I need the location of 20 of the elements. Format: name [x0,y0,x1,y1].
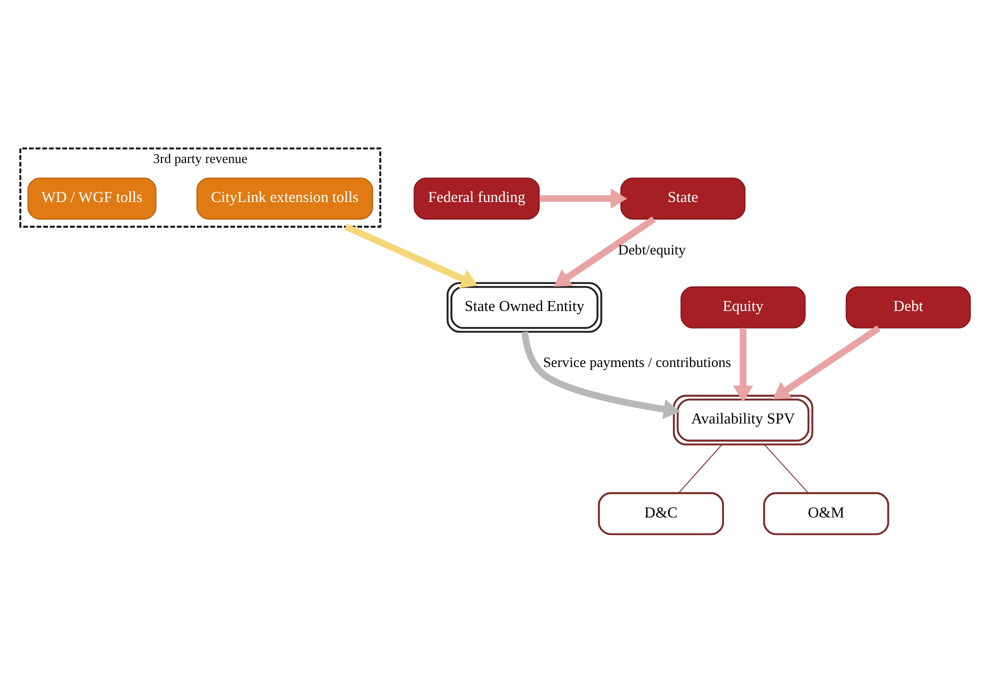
node-box: Federal funding [414,178,540,220]
node-box: State [620,178,746,220]
node-box: CityLink extension tolls [196,178,374,220]
arrow [540,188,628,209]
arrow [521,331,680,420]
arrow [344,224,478,288]
connector [764,444,809,494]
connector [678,444,722,494]
edge-label: Service payments / contributions [543,355,732,372]
node-box: State Owned Entity [446,282,602,333]
edge-label: Debt/equity [618,242,686,258]
node-box: Debt [846,286,971,328]
node-box: Equity [680,286,806,328]
node-box: D&C [598,492,724,536]
node-box: O&M [763,492,890,536]
arrow [733,328,754,402]
node-box: WD / WGF tolls [27,178,156,220]
node-box: Availability SPV [672,394,814,446]
arrow [772,325,881,400]
arrow [554,216,656,287]
